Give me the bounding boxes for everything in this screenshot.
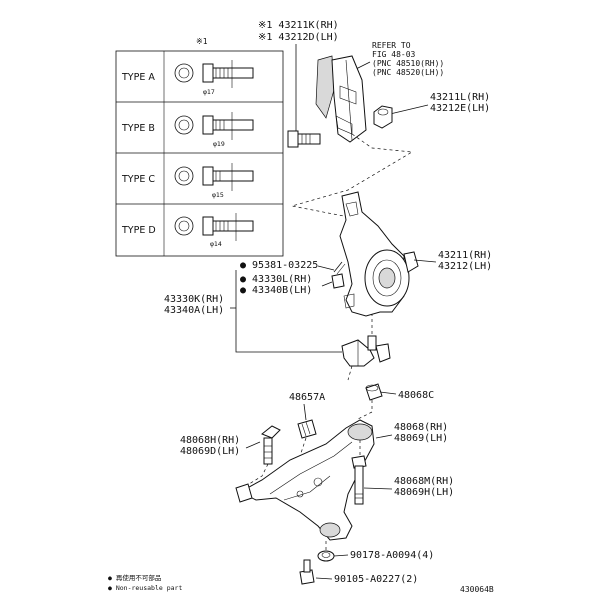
hex-nut	[373, 105, 393, 129]
callout-bolt-rh: ※1 43211K(RH)	[258, 20, 339, 31]
callout-nut-90178: 90178-A0094(4)	[350, 550, 434, 561]
type-label: TYPE D	[121, 225, 156, 236]
callout-knuckle-lh: 43212(LH)	[438, 261, 492, 272]
callout-bolt-90105: 90105-A0227(2)	[334, 574, 418, 585]
refer-note-1: REFER TO	[372, 41, 411, 50]
bolt-type-table: ※1 TYPE A φ17 TYPE B	[115, 37, 284, 257]
retainer-clip	[297, 419, 317, 439]
shank-diameter: φ19	[213, 140, 225, 148]
castle-nut	[331, 273, 345, 289]
refer-note-2: FIG 48-03	[372, 50, 416, 59]
washer-icon	[174, 115, 194, 135]
callout-nut-rh: 43211L(RH)	[430, 92, 490, 103]
callout-nut-1-rh: ● 43330L(RH)	[240, 274, 312, 285]
cotter-pin	[333, 261, 346, 275]
callout-nut-1-lh: ● 43340B(LH)	[240, 285, 312, 296]
hex-bolt	[299, 559, 315, 585]
strut-bracket	[315, 55, 367, 143]
type-label: TYPE A	[121, 72, 155, 83]
type-label: TYPE B	[121, 123, 155, 134]
steering-knuckle	[339, 191, 419, 317]
callout-nut-lh: 43212E(LH)	[430, 103, 490, 114]
washer-icon	[174, 166, 194, 186]
callout-cotter-pin: ● 95381-03225	[240, 260, 318, 271]
washer-icon	[174, 216, 194, 236]
table-row: TYPE B φ19	[121, 112, 254, 148]
callout-bolt-h-lh: 48069D(LH)	[180, 446, 240, 457]
callout-bolt-m-rh: 48068M(RH)	[394, 476, 454, 487]
callout-clip: 48657A	[289, 392, 325, 403]
lower-control-arm	[235, 419, 375, 541]
flange-bolt-icon	[202, 213, 254, 241]
callout-arm-lh: 48069(LH)	[394, 433, 448, 444]
callout-bolt-lh: ※1 43212D(LH)	[258, 32, 339, 43]
washer-icon	[174, 63, 194, 83]
table-header-mark: ※1	[196, 37, 208, 46]
long-bolt	[351, 455, 367, 505]
bushing	[365, 383, 383, 401]
legend: ● 再使用不可部品 ● Non-reusable part	[108, 573, 182, 592]
flange-nut	[317, 550, 335, 562]
cam-bolt	[261, 425, 281, 465]
flange-bolt-icon	[202, 112, 254, 140]
flange-bolt-icon	[202, 60, 254, 88]
legend-line-jp: ● 再使用不可部品	[108, 573, 161, 582]
ball-joint	[341, 335, 391, 367]
callout-bolt-m-lh: 48069H(LH)	[394, 487, 454, 498]
callout-bolt-h-rh: 48068H(RH)	[180, 435, 240, 446]
shank-diameter: φ17	[203, 88, 215, 96]
refer-note-4: (PNC 48520(LH))	[372, 68, 444, 77]
callout-ball-joint-rh: 43330K(RH)	[164, 294, 224, 305]
figure-id: 430064B	[460, 585, 494, 594]
callout-bushing-c: 48068C	[398, 390, 434, 401]
table-row: TYPE D φ14	[121, 213, 254, 248]
flange-bolt-icon	[202, 163, 254, 191]
callout-arm-rh: 48068(RH)	[394, 422, 448, 433]
flange-bolt	[287, 130, 321, 148]
callout-ball-joint-lh: 43340A(LH)	[164, 305, 224, 316]
callout-knuckle-rh: 43211(RH)	[438, 250, 492, 261]
shank-diameter: φ15	[212, 191, 224, 199]
table-row: TYPE A φ17	[121, 60, 254, 96]
legend-line-en: ● Non-reusable part	[108, 584, 182, 592]
shank-diameter: φ14	[210, 240, 222, 248]
table-row: TYPE C φ15	[121, 163, 254, 199]
refer-note-3: (PNC 48510(RH))	[372, 59, 444, 68]
type-label: TYPE C	[121, 174, 155, 185]
